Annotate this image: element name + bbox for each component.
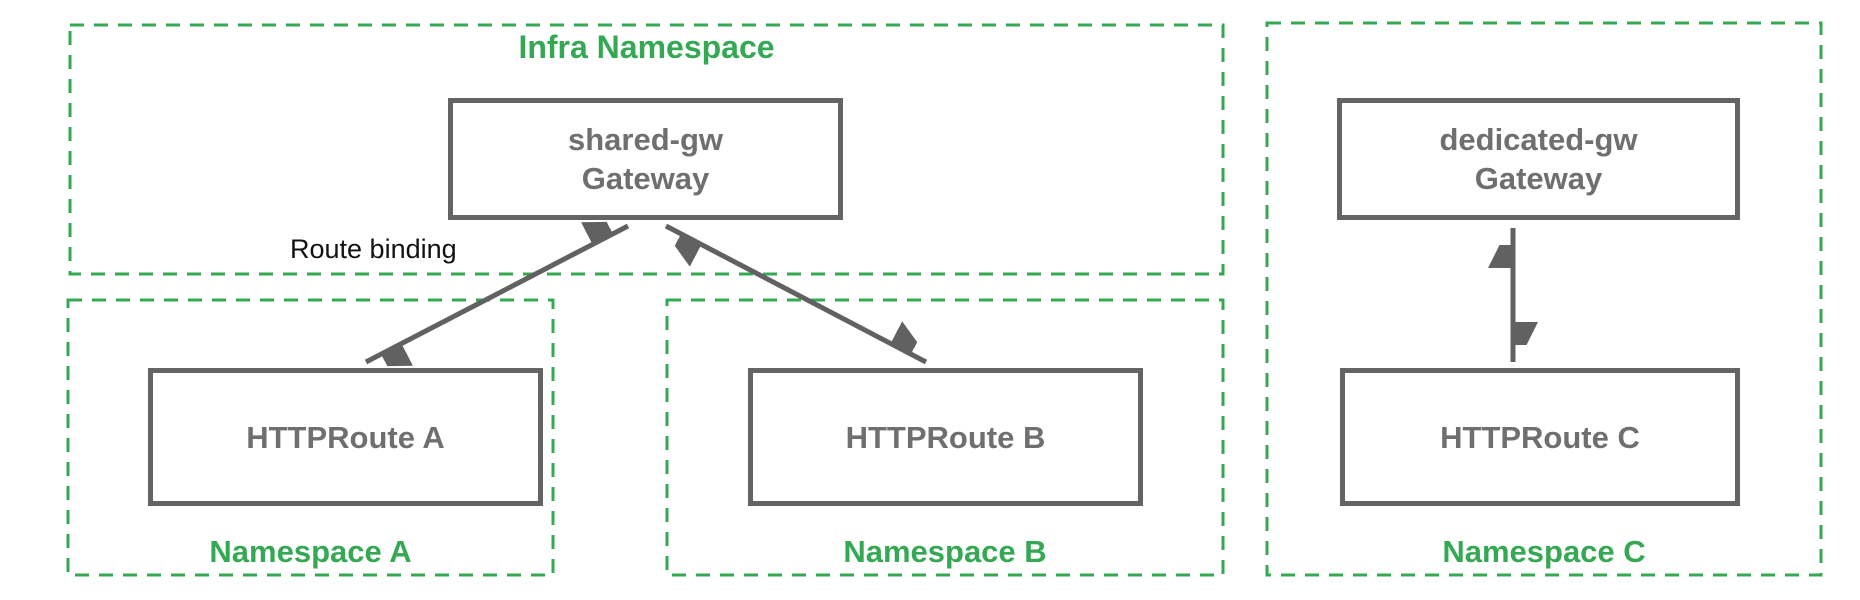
shared-gw-gateway-kind: Gateway — [581, 161, 710, 196]
arrow-shared-gw-to-httproute-b — [664, 223, 928, 365]
route-binding-annotation: Route binding — [290, 234, 457, 264]
shared-gw-gateway-box: shared-gw Gateway — [448, 98, 843, 220]
shared-gw-gateway-name: shared-gw — [567, 122, 724, 157]
httproute-c-label: HTTPRoute C — [1440, 419, 1640, 455]
infra-namespace-label: Infra Namespace — [518, 29, 775, 65]
httproute-b-box: HTTPRoute B — [748, 368, 1143, 506]
dedicated-gw-gateway-name: dedicated-gw — [1439, 122, 1638, 157]
namespace-b-label: Namespace B — [843, 534, 1047, 569]
httproute-a-box: HTTPRoute A — [148, 368, 543, 506]
namespace-c-label: Namespace C — [1442, 534, 1646, 569]
httproute-b-label: HTTPRoute B — [845, 419, 1046, 455]
httproute-c-box: HTTPRoute C — [1340, 368, 1740, 506]
dedicated-gw-gateway-kind: Gateway — [1474, 161, 1603, 196]
namespace-a-label: Namespace A — [209, 534, 412, 569]
httproute-a-label: HTTPRoute A — [246, 419, 445, 455]
dedicated-gw-gateway-box: dedicated-gw Gateway — [1337, 98, 1740, 220]
